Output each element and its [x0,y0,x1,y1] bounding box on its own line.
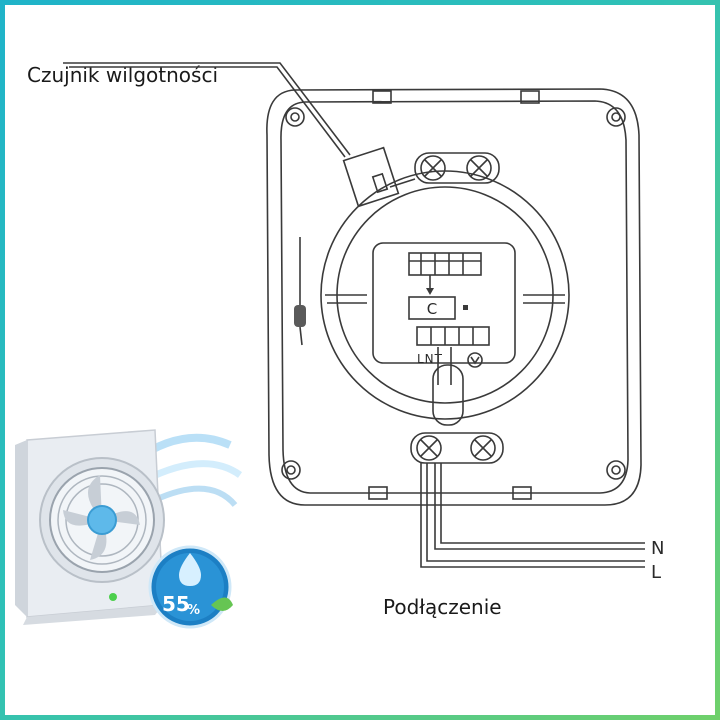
capacitor-label: C [427,300,437,318]
water-drop-icon [179,553,201,586]
top-terminal-screws [414,152,500,184]
screw-hole-bottom-right [606,460,626,480]
humidity-value: 55 [162,592,190,616]
supply-wires [420,463,645,568]
sensor-leader-line [63,62,351,158]
content-area: Czujnik wilgotności Podłączenie [5,5,715,715]
wire-label-n: N [651,538,664,559]
pull-cord-sensor [294,237,306,346]
terminal-letters: LNT [417,352,443,366]
screw-hole-top-right [606,107,626,127]
fan-hub [87,505,117,535]
housing-outline [266,88,642,506]
wire-label-l: L [651,562,661,583]
fan-wiring-schematic: C LNT [15,62,664,629]
status-indicator-light [109,593,117,601]
bottom-terminal-strip [416,326,490,368]
connection-label: Podłączenie [383,595,502,619]
humidity-sensor-element [342,146,416,208]
humidity-badge [148,545,233,629]
humidity-unit: % [187,603,200,618]
fan-illustration [15,429,243,625]
control-board [372,242,516,364]
screw-hole-bottom-left [281,460,301,480]
screw-hole-top-left [285,107,305,127]
bottom-terminal-screws [410,432,504,464]
capacitor-box [408,296,456,320]
